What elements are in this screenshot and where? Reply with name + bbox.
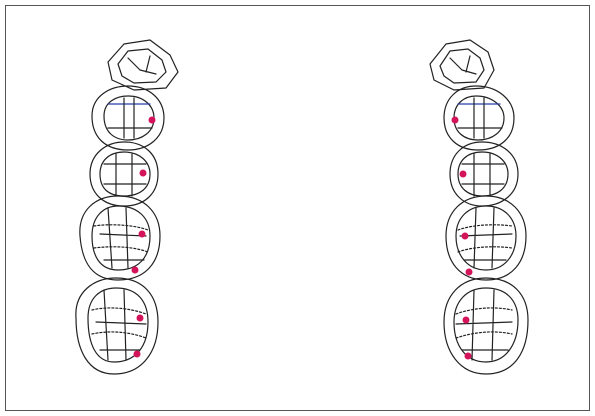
right-contact-point — [466, 269, 473, 276]
right-contact-point — [460, 171, 467, 178]
right-tooth-5-molar — [444, 278, 528, 374]
right-contact-point — [465, 353, 472, 360]
right-tooth-1-canine — [430, 40, 494, 90]
right-contact-point — [462, 233, 469, 240]
right-contact-point — [463, 317, 470, 324]
right-contact-point — [452, 117, 459, 124]
right-tooth-4-molar — [446, 196, 526, 280]
